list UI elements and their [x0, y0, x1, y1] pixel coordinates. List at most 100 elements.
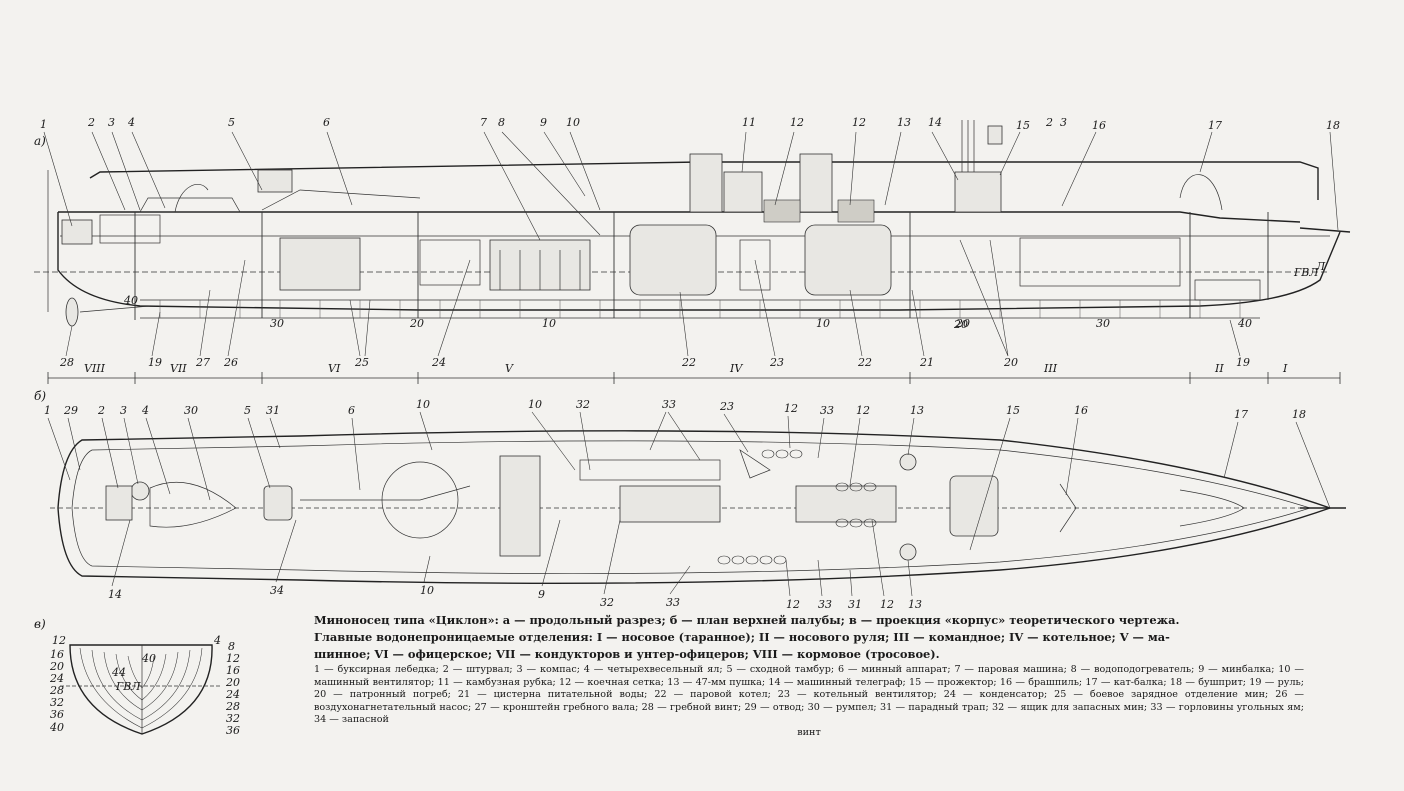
callout: 20	[1003, 356, 1018, 369]
gun-47mm-stbd	[899, 543, 917, 561]
callout: 33	[662, 398, 676, 411]
boiler-casing-aft	[619, 485, 721, 523]
callout: 33	[666, 596, 680, 609]
callout: 19	[1236, 356, 1250, 369]
callout: 2	[1045, 116, 1053, 129]
station-number: 36	[50, 708, 64, 721]
callout: 25	[354, 356, 369, 369]
callout: 2	[97, 404, 105, 417]
station-number: 16	[226, 664, 240, 677]
callout: 32	[600, 596, 614, 609]
legend-text: 1 — буксирная лебедка; 2 — штурвал; 3 — …	[314, 664, 1304, 726]
boiler-fan	[739, 239, 771, 291]
profile-leaders	[43, 131, 1339, 241]
callout: 18	[1292, 408, 1306, 421]
station-number: 12	[226, 652, 240, 665]
profile-callouts-bottom: 40 30 20 10 10 20 30 40 28 19 27 26 25 2…	[59, 294, 1252, 369]
bowsprit	[1299, 227, 1351, 233]
compartment-label: VIII	[84, 362, 106, 375]
station-number: 32	[226, 712, 240, 725]
funnel-fwd	[799, 153, 833, 213]
whaleboat	[139, 197, 241, 213]
callout: 34	[270, 584, 284, 597]
galley-house	[723, 171, 763, 213]
gun-47mm-port	[899, 453, 917, 471]
callout: 3	[108, 116, 115, 129]
callout: 29	[63, 404, 78, 417]
boiler-aft	[629, 224, 717, 296]
callout: 22	[681, 356, 696, 369]
callout: 8	[498, 116, 505, 129]
caption-line: шинное; VI — офицерское; VII — кондуктор…	[314, 647, 940, 661]
deck-plan: б) 1 29 2 3 4 30	[34, 389, 1346, 611]
section-left-numbers: 12 16 20 24 28 32 36 40	[49, 634, 66, 734]
panel-label-a: а)	[34, 134, 46, 148]
coal-bunker-aft	[579, 459, 721, 481]
compartment-label: II	[1214, 362, 1224, 375]
plan-leaders	[47, 411, 1331, 551]
torpedo-tube-aft	[261, 189, 421, 211]
callout: 9	[538, 588, 545, 601]
station-number: 24	[225, 688, 240, 701]
cat-davit	[1179, 174, 1223, 211]
callout: 2	[87, 116, 95, 129]
callout: 6	[348, 404, 355, 417]
callout: 14	[108, 588, 122, 601]
forecastle-plan	[1179, 489, 1245, 527]
callout: 10	[420, 584, 434, 597]
conning-tower	[954, 171, 1002, 213]
callout: 21	[919, 356, 934, 369]
torpedo-tube-plan	[300, 485, 471, 501]
longitudinal-section: а) ГВЛ Л	[34, 116, 1351, 384]
callout: 12	[784, 402, 798, 415]
callout: 22	[857, 356, 872, 369]
hammock-netting-fwd	[837, 199, 875, 223]
callout: 33	[820, 404, 834, 417]
callout: 11	[742, 116, 756, 129]
officer-cabin	[279, 237, 361, 291]
compartment-label: VI	[328, 362, 341, 375]
compartment-label: IV	[729, 362, 743, 375]
section-stations	[79, 647, 203, 729]
station-number: 24	[49, 672, 64, 685]
deck-line	[58, 211, 1301, 223]
callout: 7	[480, 116, 487, 129]
callout: 12	[790, 116, 804, 129]
compass	[130, 481, 150, 501]
callout: 15	[1006, 404, 1020, 417]
callout: 31	[848, 598, 862, 611]
callout: 23	[719, 400, 734, 413]
hammock-netting-aft	[763, 199, 801, 223]
callout: 32	[576, 398, 590, 411]
callout: 10	[416, 398, 430, 411]
section-label: 44	[111, 666, 126, 679]
callout: 16	[1074, 404, 1088, 417]
panel-label-b: б)	[34, 389, 46, 403]
towing-winch	[61, 219, 93, 245]
callout: 3	[1060, 116, 1067, 129]
hammock-row-top	[717, 449, 877, 565]
station-number: 20	[49, 660, 64, 673]
boiler-fwd	[804, 224, 892, 296]
boat-davit	[174, 184, 209, 213]
caption-line: Главные водонепроницаемые отделения: I —…	[314, 630, 1170, 644]
companion-hatch	[257, 169, 293, 193]
plan-callouts-top: 1 29 2 3 4 30 5 31 6 10 10 32 33 23 12 3…	[44, 398, 1306, 421]
station-number: 4	[213, 634, 221, 647]
crew-quarters	[1019, 237, 1181, 287]
callout: 26	[223, 356, 238, 369]
callout: 30	[184, 404, 198, 417]
windlass-plan	[1059, 483, 1077, 533]
callout: 17	[1208, 119, 1222, 132]
frame-number: 20	[409, 317, 424, 330]
station-number: 32	[50, 696, 64, 709]
callout: 12	[852, 116, 866, 129]
steering-wheel-stand	[105, 485, 133, 521]
boiler-casing-fwd	[795, 485, 897, 523]
callout: 4	[141, 404, 149, 417]
compartment-ticks	[47, 372, 1341, 384]
propeller	[65, 297, 79, 327]
bulkheads	[134, 212, 1269, 320]
